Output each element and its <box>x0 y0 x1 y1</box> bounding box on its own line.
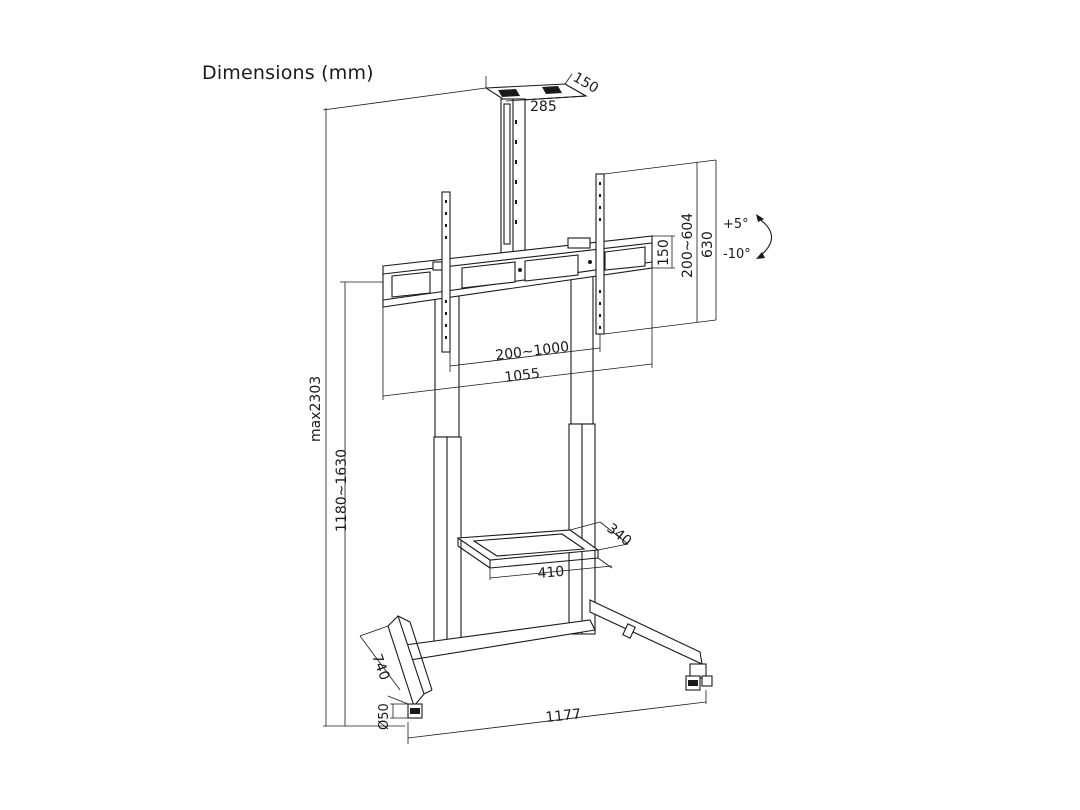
dim-bracket-width: 1055 <box>504 366 541 386</box>
dim-lines <box>322 73 717 744</box>
dim-base-depth: 740 <box>368 652 392 683</box>
caster-right <box>685 663 713 691</box>
dim-caster-diameter: Ø50 <box>377 703 392 730</box>
tilt-arrow <box>756 214 773 259</box>
base-frame <box>387 599 703 708</box>
dim-max-height: max2303 <box>308 376 324 442</box>
shelf <box>456 529 600 569</box>
dim-bracket-height: 150 <box>656 239 672 266</box>
dim-tilt-down: -10° <box>723 247 751 262</box>
dim-shelf-width: 410 <box>537 564 565 582</box>
dim-shelf-depth: 340 <box>604 521 635 550</box>
dim-vesa-vertical: 200~604 <box>680 213 696 278</box>
dim-vesa-vertical-outer: 630 <box>700 231 716 258</box>
right-post <box>568 271 596 635</box>
dim-height-range: 1180~1630 <box>334 449 350 532</box>
diagram-title: Dimensions (mm) <box>202 62 374 84</box>
dim-tilt-up: +5° <box>723 217 749 232</box>
center-column <box>500 98 526 254</box>
dim-base-width: 1177 <box>545 706 582 726</box>
caster-left <box>407 703 423 719</box>
vesa-arm-right <box>595 173 605 335</box>
dim-vesa-horizontal: 200~1000 <box>495 339 570 364</box>
dim-top-plate-width: 285 <box>530 99 557 115</box>
vesa-arm-left <box>441 191 451 353</box>
